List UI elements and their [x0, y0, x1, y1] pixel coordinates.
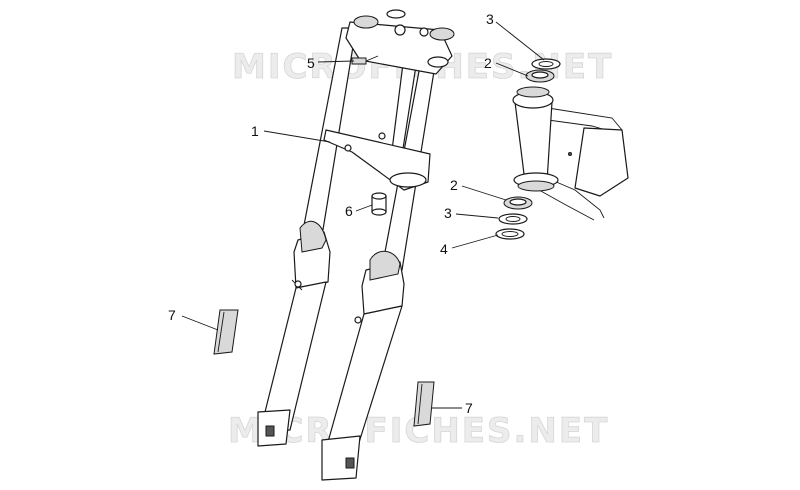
spacer-bush — [371, 192, 387, 216]
callout-7-right: 7 — [465, 400, 473, 416]
reflector-left — [213, 309, 239, 355]
bearing-lower-seal — [498, 213, 528, 225]
callout-5: 5 — [307, 55, 315, 71]
fork-leg-left — [257, 27, 357, 447]
callout-7-left: 7 — [168, 307, 176, 323]
frame-head-tube — [512, 86, 629, 221]
bearing-upper-seal — [531, 58, 561, 70]
callout-6: 6 — [345, 203, 353, 219]
dust-cover-ring — [495, 228, 525, 240]
callout-4: 4 — [440, 241, 448, 257]
callout-1: 1 — [251, 123, 259, 139]
bearing-lower — [503, 196, 533, 210]
callout-3-top: 3 — [486, 11, 494, 27]
top-yoke — [345, 9, 455, 75]
callout-2-bottom: 2 — [450, 177, 458, 193]
bearing-upper — [525, 69, 555, 83]
bottom-yoke — [323, 129, 431, 191]
leader-lines — [181, 21, 545, 409]
callout-3-bottom: 3 — [444, 205, 452, 221]
reflector-right — [413, 381, 435, 427]
callout-2-top: 2 — [484, 55, 492, 71]
